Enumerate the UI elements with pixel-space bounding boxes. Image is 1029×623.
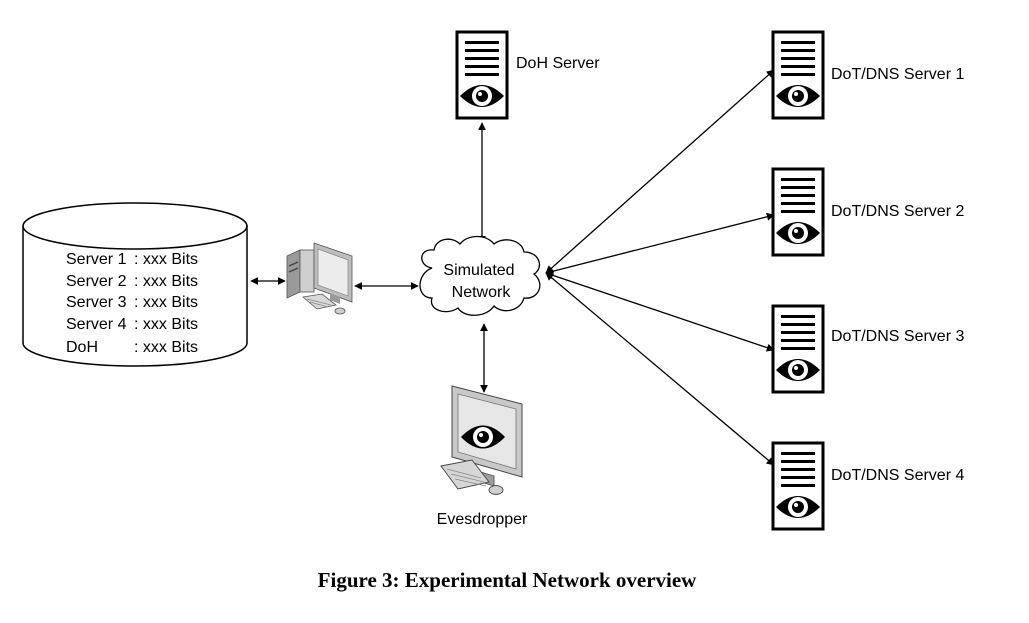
db-line-2-name: Server 2 [66, 273, 127, 290]
dot-server-1-icon [771, 30, 825, 120]
db-line-5-name: DoH [66, 339, 98, 356]
db-line-2-value: : xxx Bits [134, 273, 198, 290]
link-network-dot1 [545, 69, 775, 274]
db-line-4-value: : xxx Bits [134, 316, 198, 333]
link-network-dot3 [545, 271, 775, 352]
figure-caption: Figure 3: Experimental Network overview [318, 568, 698, 592]
db-line-4-name: Server 4 [66, 316, 127, 333]
desktop-computer-icon [286, 242, 353, 315]
db-line-5-value: : xxx Bits [134, 339, 198, 356]
dot-server-3-label: DoT/DNS Server 3 [831, 328, 964, 345]
eavesdropper-computer-icon [440, 385, 523, 495]
database-cylinder-icon [22, 202, 248, 367]
dot-server-4-icon [771, 441, 825, 531]
db-line-1-value: : xxx Bits [134, 251, 198, 268]
eavesdropper-label: Evesdropper [437, 511, 528, 528]
cloud-icon [419, 235, 541, 316]
network-label-line1: Simulated [443, 262, 514, 279]
dot-server-2-label: DoT/DNS Server 2 [831, 203, 964, 220]
db-line-3-name: Server 3 [66, 294, 127, 311]
eye-icon [461, 425, 505, 449]
network-label-line2: Network [452, 284, 512, 301]
db-line-3-value: : xxx Bits [134, 294, 198, 311]
dot-server-1-label: DoT/DNS Server 1 [831, 66, 964, 83]
link-network-dot4 [545, 272, 775, 466]
dot-server-2-icon [771, 167, 825, 257]
dot-server-4-label: DoT/DNS Server 4 [831, 467, 964, 484]
doh-server-label: DoH Server [516, 55, 600, 72]
dot-server-3-icon [771, 304, 825, 394]
db-line-1-name: Server 1 [66, 251, 127, 268]
doh-server-icon [455, 30, 509, 120]
link-network-dot2 [545, 212, 775, 276]
